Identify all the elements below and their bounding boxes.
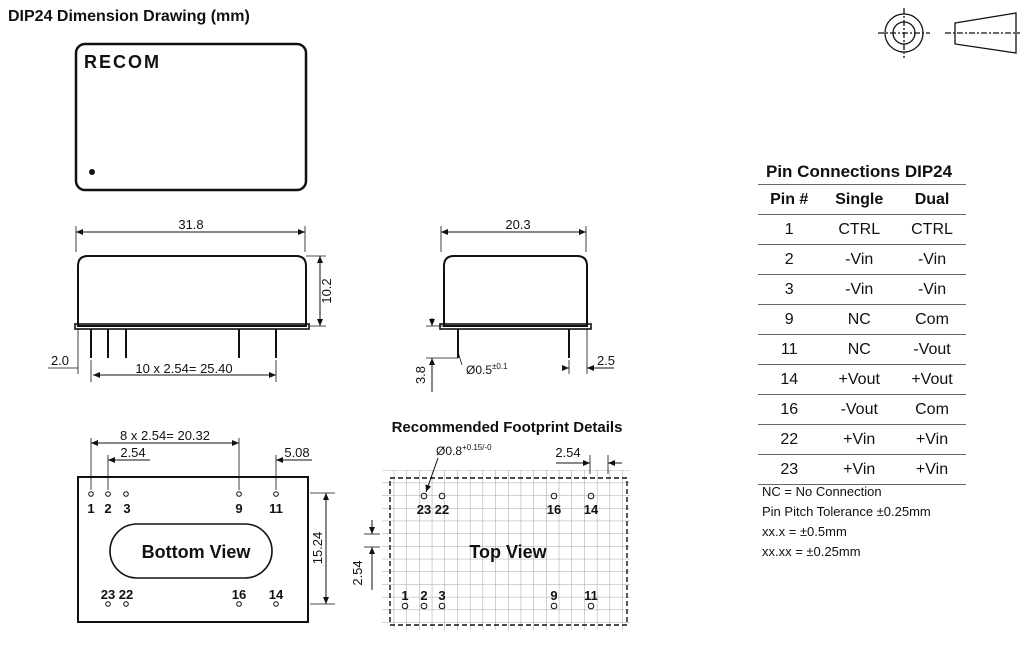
dim-bottom-span: 8 x 2.54= 20.32 — [120, 428, 210, 443]
cell-dual: +Vin — [898, 454, 966, 485]
page-title: DIP24 Dimension Drawing (mm) — [8, 8, 250, 25]
bottom-pin-9: 9 — [235, 501, 242, 516]
notes: NC = No Connection Pin Pitch Tolerance ±… — [762, 482, 931, 562]
cell-single: -Vout — [820, 394, 899, 425]
cell-pin: 11 — [758, 334, 821, 365]
cell-single: -Vin — [820, 244, 899, 275]
header-dual: Dual — [898, 185, 966, 215]
bottom-view — [77, 438, 335, 623]
cell-single: +Vin — [820, 454, 899, 485]
cell-dual: -Vin — [898, 274, 966, 305]
cell-pin: 16 — [758, 394, 821, 425]
note-tolerance-1: xx.x = ±0.5mm — [762, 524, 847, 539]
cell-dual: -Vout — [898, 334, 966, 365]
table-row: 14+Vout+Vout — [758, 364, 966, 395]
footprint-pin-2: 2 — [420, 588, 427, 603]
cell-pin: 2 — [758, 244, 821, 275]
header-single: Single — [820, 185, 899, 215]
dim-pin-span: 10 x 2.54= 25.40 — [135, 361, 232, 376]
cell-single: +Vout — [820, 364, 899, 395]
pin-table-header-row: Pin # Single Dual — [758, 185, 966, 215]
footprint-top-view — [364, 455, 630, 630]
footprint-pin-14: 14 — [584, 502, 599, 517]
footprint-pin-3: 3 — [438, 588, 445, 603]
module-side-view — [48, 226, 326, 382]
module-end-view — [426, 226, 614, 392]
cell-single: CTRL — [820, 214, 899, 245]
dim-side-offset: 2.5 — [597, 353, 615, 368]
dim-height: 10.2 — [319, 278, 334, 303]
note-tolerance-2: xx.xx = ±0.25mm — [762, 544, 861, 559]
footprint-pin-9: 9 — [550, 588, 557, 603]
pin1-marker-icon — [89, 169, 95, 175]
dim-pin-diameter: Ø0.5±0.1 — [466, 362, 508, 377]
table-row: 2-Vin-Vin — [758, 244, 966, 275]
note-nc: NC = No Connection — [762, 484, 882, 499]
pin-connections: Pin Connections DIP24 Pin # Single Dual … — [758, 158, 966, 485]
cell-single: +Vin — [820, 424, 899, 455]
cell-pin: 23 — [758, 454, 821, 485]
cell-single: NC — [820, 334, 899, 365]
bottom-pin-11: 11 — [269, 501, 283, 516]
projection-symbol-icon — [878, 8, 1020, 58]
cell-pin: 3 — [758, 274, 821, 305]
cell-dual: -Vin — [898, 244, 966, 275]
pin-table-caption: Pin Connections DIP24 — [758, 158, 966, 185]
footprint-hole-dim: Ø0.8+0.15/-0 — [436, 443, 492, 458]
table-row: 23+Vin+Vin — [758, 454, 966, 485]
bottom-pin-1: 1 — [87, 501, 94, 516]
dim-width: 20.3 — [505, 217, 530, 232]
cell-dual: +Vin — [898, 424, 966, 455]
dim-pin-offset: 2.0 — [51, 353, 69, 368]
cell-pin: 1 — [758, 214, 821, 245]
brand-logo: RECOM — [84, 52, 161, 72]
table-row: 22+Vin+Vin — [758, 424, 966, 455]
footprint-pin-1: 1 — [401, 588, 408, 603]
bottom-pin-2: 2 — [104, 501, 111, 516]
table-row: 3-Vin-Vin — [758, 274, 966, 305]
footprint-pin-16: 16 — [547, 502, 561, 517]
dim-bottom-pitch: 2.54 — [120, 445, 145, 460]
cell-dual: Com — [898, 304, 966, 335]
bottom-pin-14: 14 — [269, 587, 284, 602]
cell-dual: +Vout — [898, 364, 966, 395]
bottom-pin-3: 3 — [123, 501, 130, 516]
top-view-label: Top View — [469, 542, 547, 562]
cell-pin: 22 — [758, 424, 821, 455]
footprint-pin-23-22: 23 22 — [417, 502, 450, 517]
header-pin: Pin # — [758, 185, 821, 215]
module-top-view: RECOM — [74, 42, 308, 192]
bottom-pin-16: 16 — [232, 587, 246, 602]
cell-single: NC — [820, 304, 899, 335]
cell-pin: 14 — [758, 364, 821, 395]
dim-row-spacing: 15.24 — [310, 532, 325, 565]
footprint-pitch-y: 2.54 — [350, 560, 365, 585]
footprint-pitch-x: 2.54 — [555, 445, 580, 460]
cell-pin: 9 — [758, 304, 821, 335]
dim-length: 31.8 — [178, 217, 203, 232]
footprint-heading: Recommended Footprint Details — [392, 419, 623, 436]
bottom-view-label: Bottom View — [142, 542, 252, 562]
dim-standoff: 3.8 — [413, 366, 428, 384]
cell-dual: CTRL — [898, 214, 966, 245]
cell-dual: Com — [898, 394, 966, 425]
footprint-pin-11: 11 — [584, 588, 598, 603]
cell-single: -Vin — [820, 274, 899, 305]
note-pitch-tolerance: Pin Pitch Tolerance ±0.25mm — [762, 504, 931, 519]
bottom-pin-23-22: 23 22 — [101, 587, 134, 602]
dim-bottom-end: 5.08 — [284, 445, 309, 460]
